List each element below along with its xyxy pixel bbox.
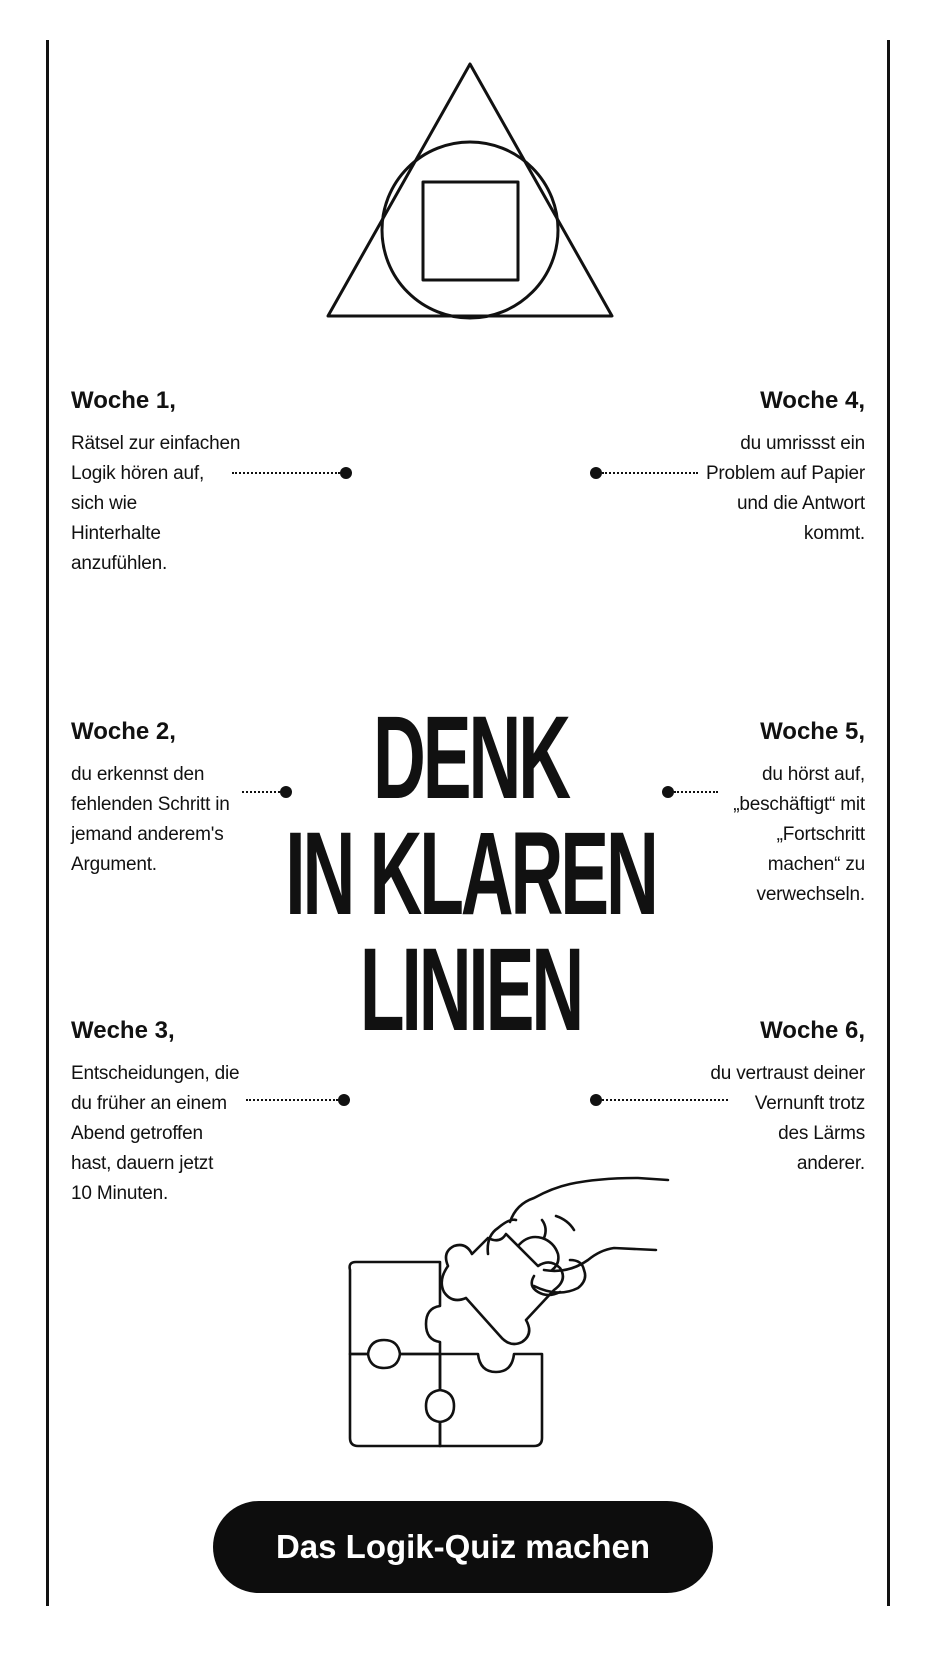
- week-6-title: Woche 6,: [760, 1017, 865, 1044]
- headline: DENK IN KLAREN LINIEN: [0, 692, 941, 1056]
- connector-week-4: [590, 466, 698, 480]
- week-2-text: du erkennst den fehlenden Schritt in jem…: [71, 764, 230, 875]
- connector-week-2: [242, 785, 292, 799]
- week-4-text: du umrissst ein Problem auf Papier und d…: [705, 433, 865, 544]
- week-3-text: Entscheidungen, die du früher an einem A…: [71, 1063, 240, 1204]
- week-1-block: Woche 1, Rätsel zur einfachen Logik höre…: [71, 387, 306, 579]
- week-4-title: Woche 4,: [760, 387, 865, 414]
- week-4-block: Woche 4, du umrissst ein Problem auf Pap…: [630, 387, 865, 549]
- week-6-text: du vertraust deiner Vernunft trotz des L…: [710, 1063, 865, 1174]
- week-3-title: Weche 3,: [71, 1017, 175, 1044]
- left-border-line: [46, 40, 49, 1606]
- headline-line-2: IN KLAREN LINIEN: [285, 808, 659, 1056]
- connector-week-1: [232, 466, 352, 480]
- week-5-block: Woche 5, du hörst auf, „beschäftigt“ mit…: [630, 718, 865, 910]
- take-quiz-button[interactable]: Das Logik-Quiz machen: [213, 1501, 713, 1593]
- week-6-block: Woche 6, du vertraust deiner Vernunft tr…: [630, 1017, 865, 1179]
- week-2-block: Woche 2, du erkennst den fehlenden Schri…: [71, 718, 306, 880]
- week-1-title: Woche 1,: [71, 387, 176, 414]
- week-2-title: Woche 2,: [71, 718, 176, 745]
- connector-week-6: [590, 1093, 728, 1107]
- week-5-title: Woche 5,: [760, 718, 865, 745]
- right-border-line: [887, 40, 890, 1606]
- connector-week-5: [662, 785, 718, 799]
- puzzle-hand-icon: [348, 1176, 670, 1448]
- week-5-text: du hörst auf, „beschäftigt“ mit „Fortsch…: [733, 764, 865, 905]
- triangle-circle-square-icon: [326, 62, 614, 320]
- headline-line-1: DENK: [373, 692, 571, 824]
- week-1-text: Rätsel zur einfachen Logik hören auf, si…: [71, 433, 241, 574]
- connector-week-3: [246, 1093, 350, 1107]
- week-3-block: Weche 3, Entscheidungen, die du früher a…: [71, 1017, 306, 1209]
